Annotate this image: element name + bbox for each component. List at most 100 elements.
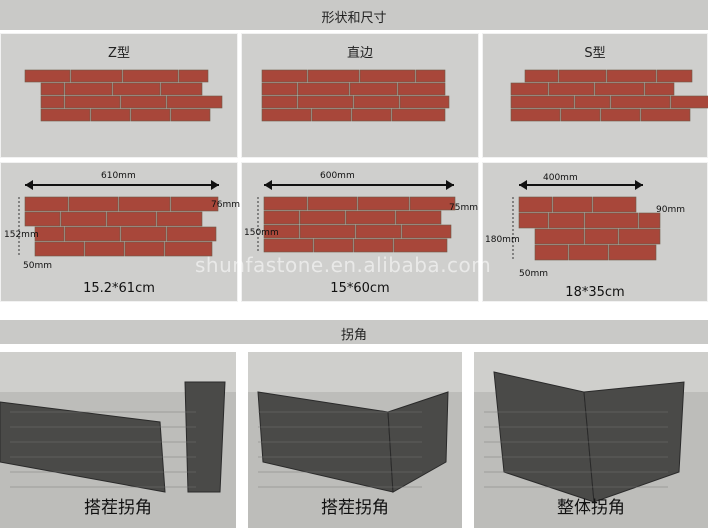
stone-block bbox=[307, 196, 358, 211]
width-label: 400mm bbox=[543, 173, 578, 183]
stone-block bbox=[606, 69, 657, 83]
arrow-head bbox=[635, 180, 643, 190]
stone-block bbox=[399, 95, 450, 109]
stone-block bbox=[130, 108, 171, 122]
straight-dimension-drawing bbox=[257, 180, 456, 253]
shape-section-title: 形状和尺寸 bbox=[321, 11, 387, 26]
stone-block bbox=[534, 244, 569, 261]
corner-caption: 搭茬拐角 bbox=[84, 498, 152, 518]
row-height-label: 76mm bbox=[211, 200, 240, 210]
stone-block bbox=[60, 211, 107, 227]
stone-block bbox=[297, 95, 354, 109]
stone-block bbox=[112, 82, 161, 96]
width-label: 610mm bbox=[101, 171, 136, 181]
shape-panel-straight: 直边 bbox=[241, 33, 479, 158]
corner-caption: 整体拐角 bbox=[557, 498, 625, 518]
stone-block bbox=[560, 108, 601, 122]
stone-block bbox=[353, 238, 394, 253]
stone-block bbox=[299, 224, 356, 239]
integral-corner-image bbox=[474, 352, 708, 528]
stone-block bbox=[524, 69, 559, 83]
stone-block bbox=[395, 210, 442, 225]
stone-block bbox=[510, 108, 561, 122]
stone-block bbox=[600, 108, 641, 122]
stone-block bbox=[34, 241, 85, 257]
stone-block bbox=[261, 69, 308, 83]
stone-block bbox=[84, 241, 125, 257]
stone-block bbox=[518, 196, 553, 213]
watermark: shunfastone.en.alibaba.com bbox=[195, 253, 492, 277]
wall-background bbox=[248, 352, 462, 392]
stone-block bbox=[263, 196, 308, 211]
dimension-panel-straight: 600mm 75mm 150mm 15*60cm bbox=[241, 162, 479, 302]
stone-block bbox=[359, 69, 416, 83]
shape-panel-s: S型 bbox=[482, 33, 708, 158]
stone-block bbox=[70, 69, 123, 83]
z-shape-illustration bbox=[24, 69, 223, 122]
stone-block bbox=[24, 211, 61, 227]
stone-block bbox=[345, 210, 396, 225]
stacked-corner-image bbox=[0, 352, 236, 528]
stone-block bbox=[349, 82, 398, 96]
stacked-corner-image bbox=[248, 352, 462, 528]
stone-block bbox=[164, 241, 213, 257]
shape-section-band bbox=[0, 0, 708, 30]
stone-block bbox=[409, 196, 456, 211]
stone-block bbox=[393, 238, 448, 253]
stone-block bbox=[24, 196, 69, 212]
stone-block bbox=[299, 210, 346, 225]
stone-block bbox=[518, 212, 549, 229]
s-shape-illustration bbox=[510, 69, 708, 122]
stone-block bbox=[297, 82, 350, 96]
stone-block bbox=[156, 211, 203, 227]
width-label: 600mm bbox=[320, 171, 355, 181]
arrow-head bbox=[25, 180, 33, 190]
total-height-label: 150mm bbox=[244, 228, 279, 238]
row-height-label: 90mm bbox=[656, 205, 685, 215]
stone-block bbox=[120, 95, 167, 109]
shape-title-s: S型 bbox=[584, 46, 606, 61]
corner-photo-1: 搭茬拐角 bbox=[0, 352, 236, 528]
total-height-label: 152mm bbox=[4, 230, 39, 240]
corner-section-title: 拐角 bbox=[340, 328, 367, 343]
stone-corner-block bbox=[184, 381, 226, 493]
arrow-head bbox=[519, 180, 527, 190]
stone-block bbox=[178, 69, 209, 83]
stone-block bbox=[34, 226, 65, 242]
stone-block bbox=[313, 238, 354, 253]
stone-block bbox=[584, 212, 639, 229]
stone-block bbox=[166, 95, 223, 109]
stone-block bbox=[391, 108, 446, 122]
stone-block bbox=[594, 82, 645, 96]
stone-block bbox=[40, 82, 65, 96]
stone-block bbox=[68, 196, 119, 212]
dimension-panel-s: 400mm 90mm 180mm 50mm 18*35cm bbox=[482, 162, 708, 302]
stone-block bbox=[552, 196, 593, 213]
stone-block bbox=[534, 228, 585, 245]
stone-block bbox=[40, 108, 91, 122]
stone-block bbox=[166, 226, 217, 242]
stone-block bbox=[40, 95, 65, 109]
size-caption: 15*60cm bbox=[330, 281, 390, 296]
stone-block bbox=[592, 196, 637, 213]
stone-block bbox=[558, 69, 607, 83]
stone-block bbox=[307, 69, 360, 83]
stone-block bbox=[122, 69, 179, 83]
stone-block bbox=[311, 108, 352, 122]
stone-block bbox=[584, 228, 619, 245]
stone-block bbox=[640, 108, 691, 122]
stone-corner-block bbox=[0, 401, 166, 493]
stone-block bbox=[568, 244, 609, 261]
stone-block bbox=[261, 95, 298, 109]
stone-block bbox=[64, 226, 121, 242]
arrow-head bbox=[211, 180, 219, 190]
stone-block bbox=[510, 82, 549, 96]
arrow-head bbox=[264, 180, 272, 190]
stone-block bbox=[397, 82, 446, 96]
stone-block bbox=[353, 95, 400, 109]
s-dimension-drawing bbox=[512, 180, 661, 261]
stone-block bbox=[120, 226, 167, 242]
stone-block bbox=[644, 82, 675, 96]
stone-block bbox=[90, 108, 131, 122]
stone-block bbox=[401, 224, 452, 239]
